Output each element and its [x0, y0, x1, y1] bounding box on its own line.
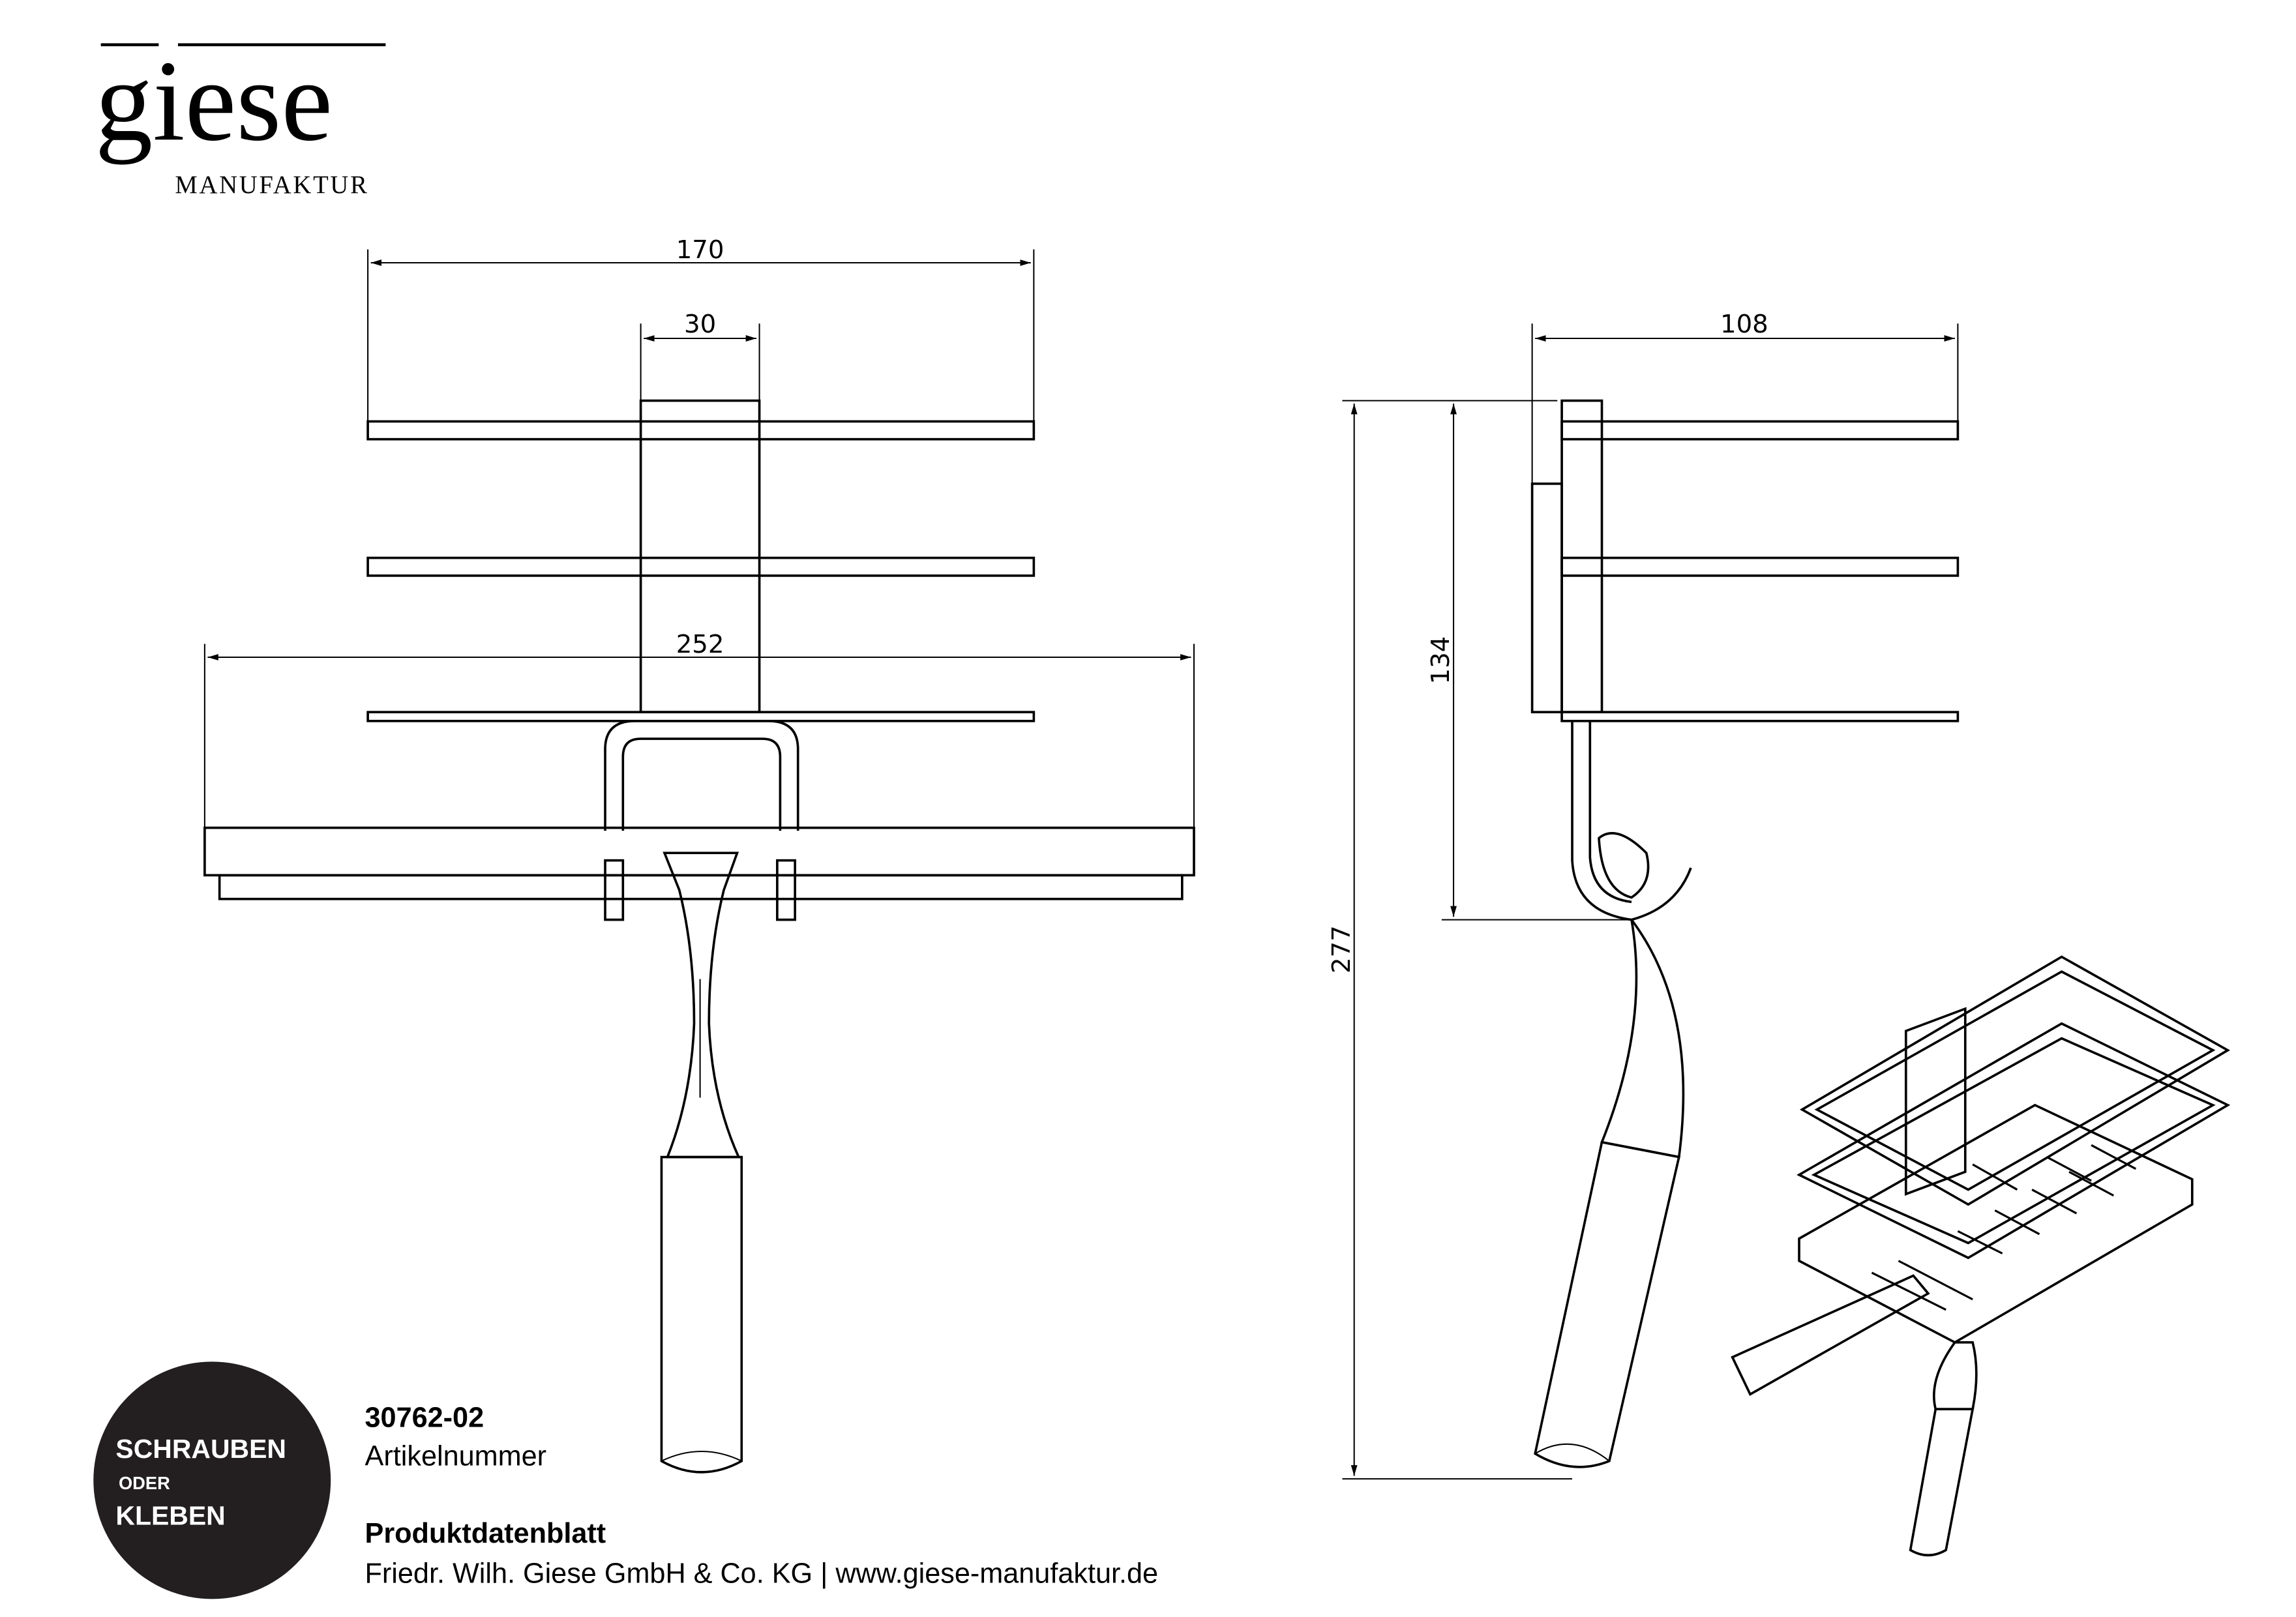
mounting-badge: SCHRAUBEN ODER KLEBEN — [93, 1361, 331, 1599]
company-info: Friedr. Wilh. Giese GmbH & Co. KG | www.… — [365, 1558, 1159, 1589]
dimension-134: 134 — [1426, 636, 1455, 685]
logo-wordmark: giese — [95, 37, 333, 165]
article-number: 30762-02 — [365, 1402, 485, 1433]
isometric-view-drawing — [1731, 955, 2231, 1557]
dimension-252: 252 — [676, 630, 724, 659]
datasheet-title: Produktdatenblatt — [365, 1518, 606, 1549]
front-view-drawing: 170 30 252 — [203, 235, 1195, 1474]
dimension-170: 170 — [676, 235, 724, 265]
giese-logo: giese MANUFAKTUR — [95, 37, 386, 199]
badge-line-1: SCHRAUBEN — [115, 1434, 286, 1464]
logo-subtitle: MANUFAKTUR — [175, 171, 368, 199]
badge-line-2: ODER — [119, 1473, 170, 1493]
side-view-drawing: 277 134 108 — [1327, 310, 1960, 1480]
dimension-30: 30 — [684, 310, 716, 339]
badge-line-3: KLEBEN — [115, 1501, 225, 1531]
dimension-108: 108 — [1720, 310, 1768, 339]
dimension-277: 277 — [1327, 925, 1356, 973]
article-number-label: Artikelnummer — [365, 1441, 546, 1472]
